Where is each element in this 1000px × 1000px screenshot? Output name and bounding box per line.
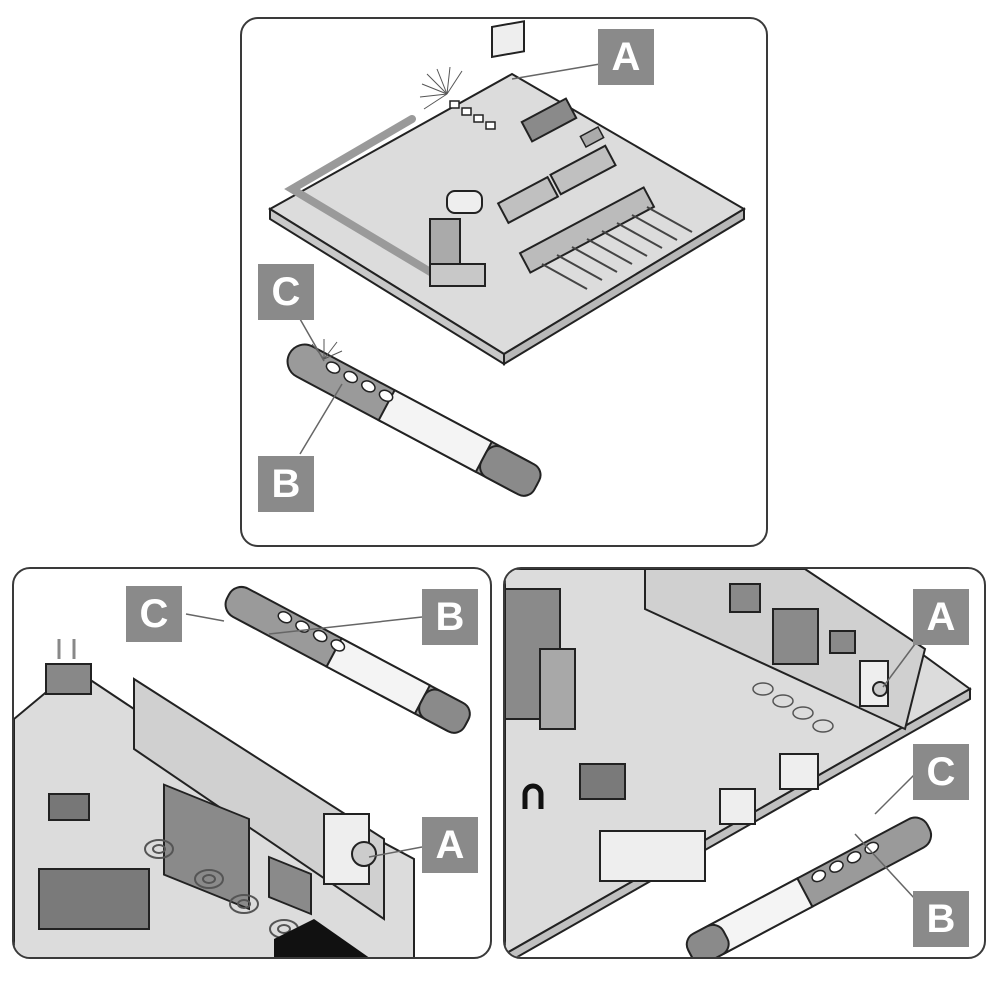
label-b: B [258, 456, 314, 512]
board-wand-illustration-right [505, 569, 972, 957]
label-b: B [913, 891, 969, 947]
diagram-panel-bottom-left: C B A [12, 567, 492, 959]
label-b: B [422, 589, 478, 645]
label-c: C [126, 586, 182, 642]
label-a: A [598, 29, 654, 85]
label-b-text: B [435, 595, 465, 639]
circuit-board-illustration [268, 20, 746, 497]
board-wand-illustration-left [14, 585, 471, 957]
label-b-text: B [271, 462, 301, 506]
label-b-text: B [926, 897, 956, 941]
label-c-text: C [139, 592, 169, 636]
label-a-text: A [611, 35, 641, 79]
label-c: C [913, 744, 969, 800]
label-a: A [422, 817, 478, 873]
label-a-text: A [926, 595, 956, 639]
label-c-text: C [926, 750, 956, 794]
label-a: A [913, 589, 969, 645]
diagram-panel-top: A C B [240, 17, 768, 547]
label-c: C [258, 264, 314, 320]
label-c-text: C [271, 270, 301, 314]
diagram-panel-bottom-right: A C B [503, 567, 986, 959]
label-a-text: A [435, 823, 465, 867]
